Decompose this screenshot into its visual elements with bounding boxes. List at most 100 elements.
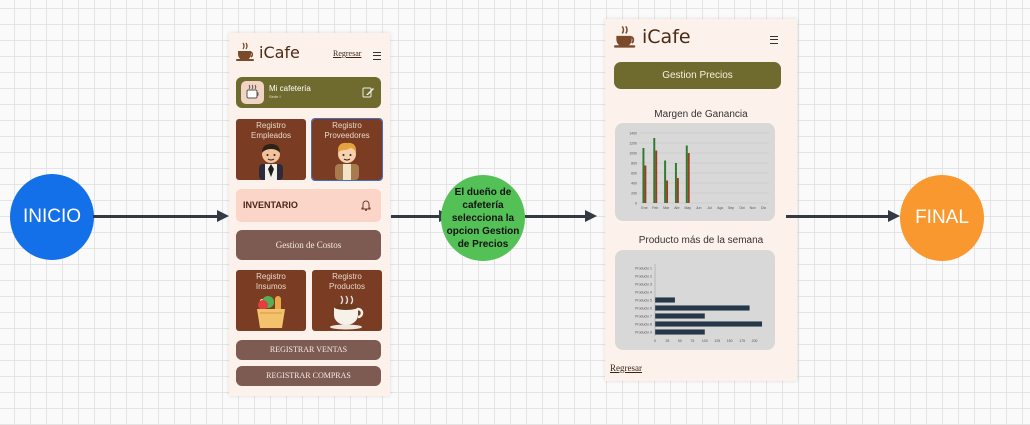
bar [687, 153, 690, 203]
cost-management-button[interactable]: Gestion de Costos [236, 230, 381, 260]
supplier-avatar-icon [335, 142, 359, 180]
y-tick-label: Producto 8 [635, 322, 652, 326]
cafe-title: Mi cafetería [269, 84, 311, 93]
x-tick-label: 200 [752, 339, 758, 343]
cafe-card[interactable]: Mi cafetería Sede I [236, 77, 381, 108]
bar [655, 305, 750, 311]
coffee-cup-icon [246, 84, 259, 99]
screen-pricing: iCafe Gestion Precios Margen de Ganancia… [605, 19, 797, 381]
register-sales-button[interactable]: REGISTRAR VENTAS [236, 340, 381, 360]
grocery-bag-icon [257, 296, 285, 328]
y-tick-label: Producto 3 [635, 282, 652, 286]
y-tick-label: 0 [635, 202, 637, 206]
y-tick-label: Producto 4 [635, 290, 652, 294]
x-tick-label: 150 [727, 339, 733, 343]
x-tick-label: Sep [728, 206, 734, 210]
inventory-card[interactable]: INVENTARIO [236, 189, 381, 222]
inventory-label: INVENTARIO [243, 200, 298, 210]
x-tick-label: 0 [654, 339, 656, 343]
end-node: FINAL [900, 175, 984, 261]
y-tick-label: 1400 [629, 132, 637, 136]
chart2-title: Producto más de la semana [638, 235, 764, 246]
tile-employees[interactable]: Registro Empleados [236, 119, 306, 180]
arrow-screen1-to-decision [391, 210, 451, 222]
y-tick-label: Producto 7 [635, 314, 652, 318]
x-tick-label: Nov [750, 206, 756, 210]
y-tick-label: Producto 6 [635, 306, 652, 310]
y-tick-label: 1000 [629, 152, 637, 156]
cafe-avatar [241, 81, 264, 104]
price-management-button[interactable]: Gestion Precios [614, 62, 781, 89]
tile-products-label: Registro Productos [328, 272, 366, 291]
tile-suppliers-label: Registro Proveedores [324, 121, 370, 140]
x-tick-label: Dic [761, 206, 766, 210]
arrow-screen2-to-end [786, 210, 900, 222]
x-tick-label: 75 [690, 339, 694, 343]
bar [642, 148, 645, 203]
y-tick-label: 400 [631, 182, 637, 186]
app-title: iCafe [642, 26, 691, 48]
app-logo: iCafe [236, 42, 300, 62]
x-tick-label: 100 [702, 339, 708, 343]
edit-icon[interactable] [362, 86, 374, 98]
arrow-start-to-screen1 [93, 210, 229, 222]
coffee-cup-icon [236, 42, 254, 61]
coffee-cup-icon [330, 295, 364, 330]
app-title: iCafe [259, 42, 300, 62]
y-tick-label: 800 [631, 162, 637, 166]
employee-avatar-icon [259, 144, 283, 180]
bar [674, 163, 677, 203]
menu-icon[interactable] [770, 36, 778, 44]
cafe-subtitle: Sede I [269, 94, 281, 99]
bar [664, 160, 667, 203]
tile-supplies[interactable]: Registro Insumos [236, 270, 306, 331]
y-tick-label: 600 [631, 172, 637, 176]
x-tick-label: Abr [674, 206, 680, 210]
bar [655, 297, 675, 303]
coffee-cup-icon [614, 25, 636, 48]
tile-supplies-label: Registro Insumos [255, 272, 287, 291]
bell-icon[interactable] [360, 199, 372, 211]
bar [655, 150, 658, 203]
bar [653, 138, 656, 203]
chart1-title: Margen de Ganancia [654, 109, 748, 120]
back-link[interactable]: Regresar [610, 363, 642, 373]
bar [685, 145, 688, 203]
x-tick-label: Mar [663, 206, 670, 210]
y-tick-label: Producto 1 [635, 266, 652, 270]
x-tick-label: Ene [641, 206, 647, 210]
register-purchases-button[interactable]: REGISTRAR COMPRAS [236, 366, 381, 386]
bar [655, 329, 705, 335]
arrow-decision-to-screen2 [525, 210, 597, 222]
back-link[interactable]: Regresar [333, 49, 362, 58]
bar [655, 321, 763, 327]
x-tick-label: Ago [717, 206, 723, 210]
tile-products[interactable]: Registro Productos [312, 270, 382, 331]
x-tick-label: Feb [652, 206, 658, 210]
menu-icon[interactable] [373, 52, 381, 60]
screen-menu: iCafe Regresar Mi cafetería Sede I Regis… [229, 33, 390, 396]
bar [655, 313, 705, 319]
x-tick-label: Jul [707, 206, 712, 210]
bar [676, 178, 679, 203]
y-tick-label: 1200 [629, 142, 637, 146]
x-tick-label: 175 [739, 339, 745, 343]
bar [644, 165, 647, 203]
process-node: El dueño de cafetería selecciona la opci… [441, 175, 525, 261]
bar [666, 180, 669, 203]
x-tick-label: May [684, 206, 691, 210]
app-logo: iCafe [614, 25, 691, 49]
x-tick-label: 50 [678, 339, 682, 343]
start-node: INICIO [10, 174, 94, 260]
x-tick-label: 125 [714, 339, 720, 343]
start-label: INICIO [22, 206, 82, 227]
x-tick-label: Oct [739, 206, 744, 210]
x-tick-label: 25 [665, 339, 669, 343]
y-tick-label: Producto 5 [635, 298, 652, 302]
tile-suppliers[interactable]: Registro Proveedores [311, 118, 383, 181]
y-tick-label: Producto 9 [635, 330, 652, 334]
process-label: El dueño de cafetería selecciona la opci… [446, 186, 520, 250]
